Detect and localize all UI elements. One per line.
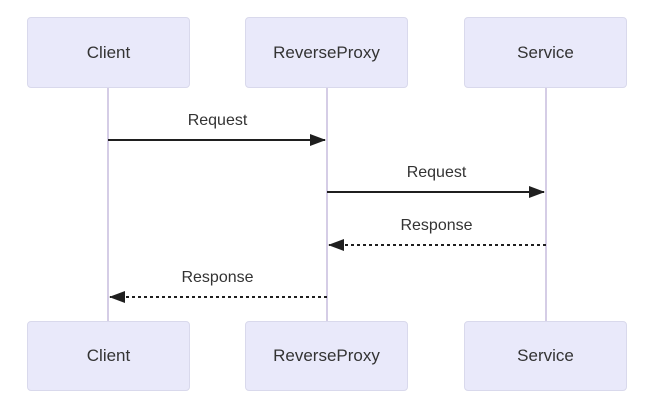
actor-box-client-top: Client	[27, 17, 190, 88]
actor-label: ReverseProxy	[273, 346, 380, 365]
actor-label: Service	[517, 346, 574, 365]
actor-label: Client	[86, 346, 131, 365]
lifeline-service	[545, 88, 547, 321]
message-label-response-3: Response	[178, 268, 257, 287]
message-label-response-2: Response	[397, 216, 476, 235]
actor-label: Service	[517, 42, 574, 62]
lifeline-reverseproxy	[326, 88, 328, 321]
actor-box-reverseproxy-bottom: ReverseProxy	[245, 321, 408, 391]
actor-box-service-bottom: Service	[464, 321, 627, 391]
message-label-request-0: Request	[184, 111, 251, 130]
message-label-request-1: Request	[403, 163, 470, 182]
actor-label: Client	[86, 42, 131, 62]
actor-box-reverseproxy-top: ReverseProxy	[245, 17, 408, 88]
actor-box-service-top: Service	[464, 17, 627, 88]
actor-box-client-bottom: Client	[27, 321, 190, 391]
lifeline-client	[107, 88, 109, 321]
actor-label: ReverseProxy	[273, 42, 380, 62]
